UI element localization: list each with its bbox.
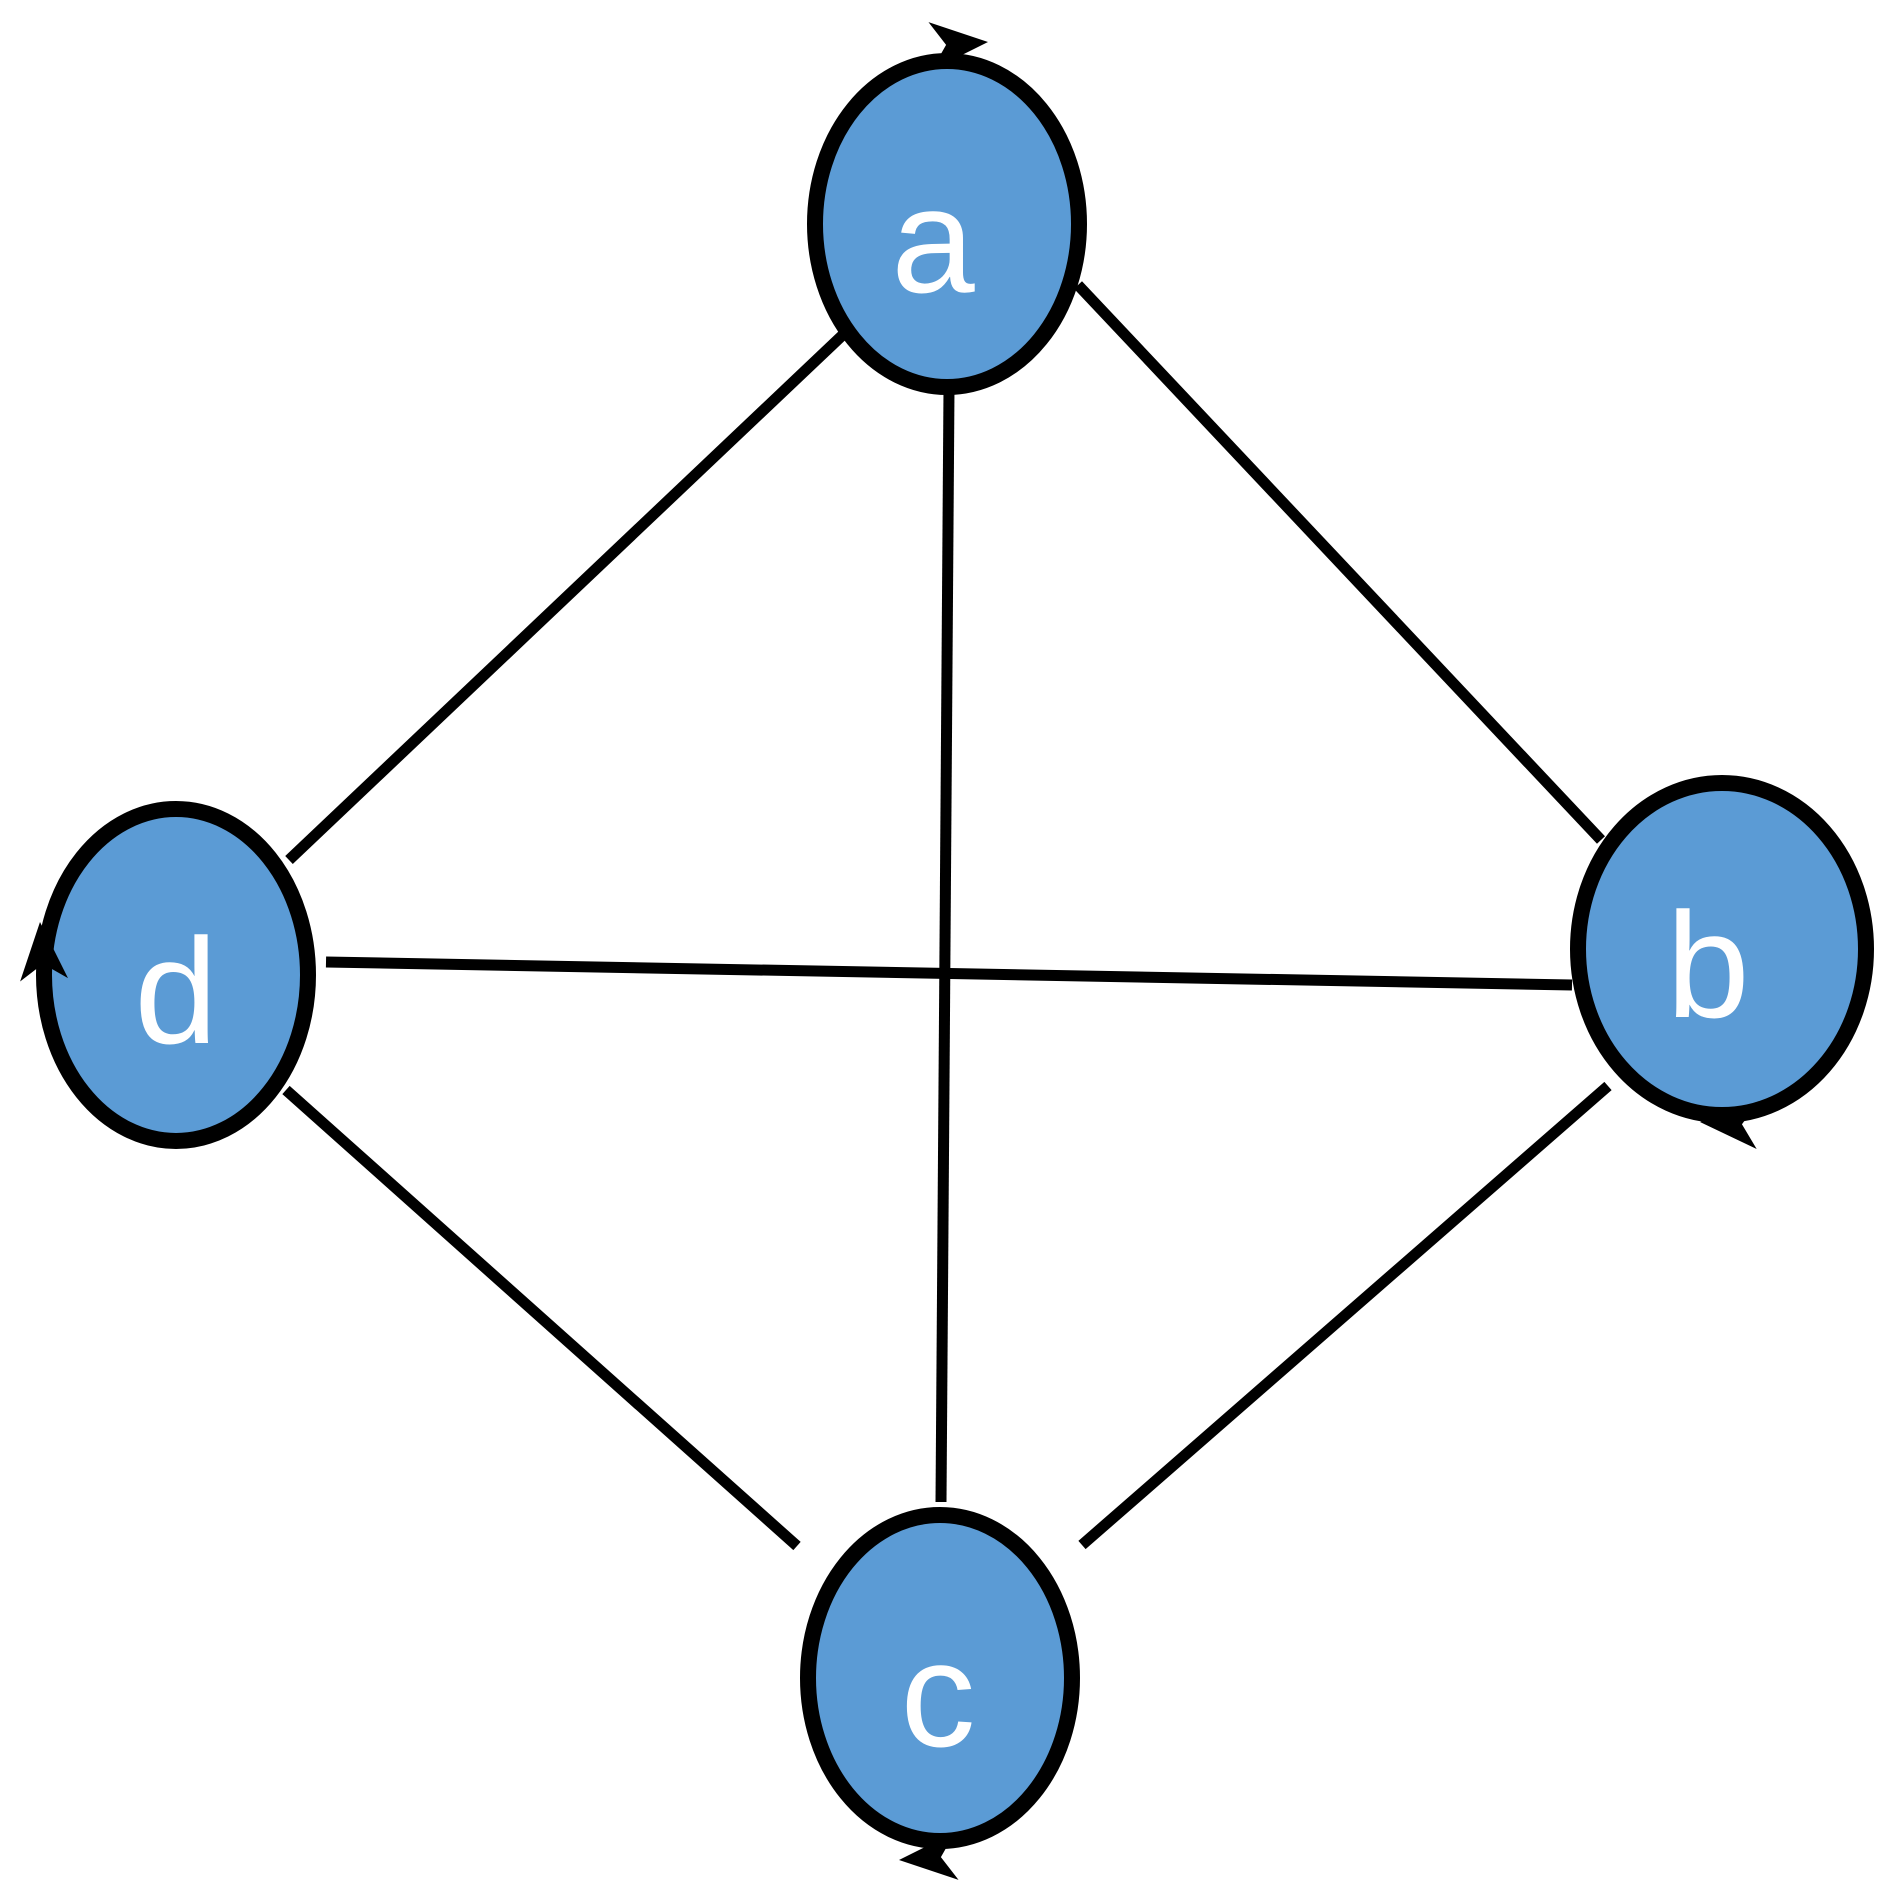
self-loop-c-arrowhead-icon [899,1832,959,1880]
edge-c-to-b [1078,1081,1612,1550]
edge-a-to-c [941,387,949,1503]
node-c-label: c [901,1610,976,1778]
edge-b-to-d [325,962,1573,991]
self-loop-a-arrowhead-icon [928,22,988,70]
node-a-label: a [891,156,975,324]
edge-c-to-d [282,1085,801,1551]
node-d [36,801,316,1149]
node-b-label: b [1666,881,1749,1049]
self-loop-d-arrowhead-icon [20,922,68,982]
edge-a-to-d [285,326,852,864]
edge-a-to-b [1073,281,1606,844]
self-loop-b-arrowhead-icon [1700,1101,1760,1150]
node-d-label: d [134,907,217,1075]
